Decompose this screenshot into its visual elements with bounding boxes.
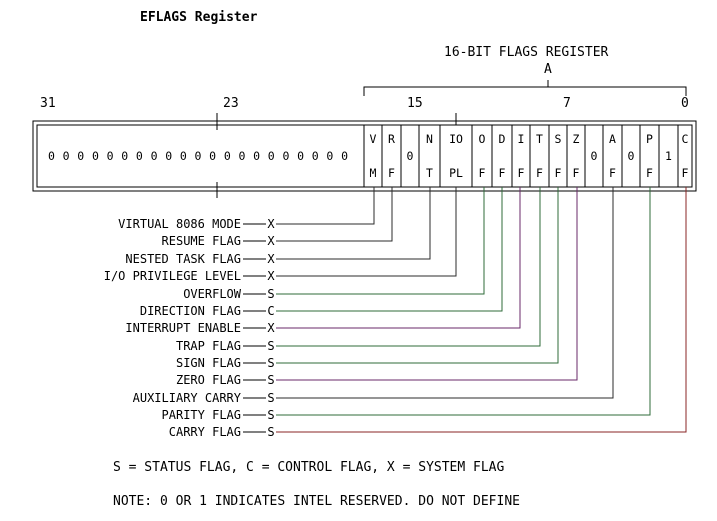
flag-leader-line — [276, 187, 559, 364]
flag-name: INTERRUPT ENABLE — [125, 321, 241, 335]
flag-labels: VIRTUAL 8086 MODE X RESUME FLAG X NESTED TAS… — [104, 217, 276, 439]
flag-type: X — [267, 321, 275, 335]
flag-leaders — [243, 187, 687, 433]
cell-bottom-label: F — [682, 166, 689, 180]
flag-name: CARRY FLAG — [169, 425, 241, 439]
bit-number-23: 23 — [223, 96, 239, 111]
flag-leader-line — [276, 187, 578, 381]
cell-bottom-label: M — [370, 166, 377, 180]
flag-type: C — [267, 304, 274, 318]
cell-top-label: O — [479, 132, 486, 146]
flag-type: S — [267, 287, 274, 301]
flag-leader-line — [276, 187, 614, 399]
bit-number-31: 31 — [40, 96, 56, 111]
cell-top-label: IO — [449, 132, 463, 146]
cell-top-label: T — [536, 132, 543, 146]
cell-top-label: C — [682, 132, 689, 146]
reserved-bit: 0 — [407, 149, 414, 163]
flag-type: X — [267, 234, 275, 248]
flag-name: TRAP FLAG — [176, 339, 241, 353]
cell-bottom-label: F — [518, 166, 525, 180]
diagram-title: EFLAGS Register — [140, 10, 258, 25]
cell-bottom-label: F — [573, 166, 580, 180]
flag-leader-line — [276, 187, 375, 225]
cell-top-label: N — [426, 132, 433, 146]
flag-name: ZERO FLAG — [176, 373, 241, 387]
note: NOTE: 0 OR 1 INDICATES INTEL RESERVED. D… — [113, 494, 520, 509]
flag-name: VIRTUAL 8086 MODE — [118, 217, 241, 231]
flag-name: OVERFLOW — [183, 287, 242, 301]
bit-number-15: 15 — [407, 96, 423, 111]
flag-leader-line — [276, 187, 457, 277]
flag-name: NESTED TASK FLAG — [125, 252, 241, 266]
flag-type: X — [267, 269, 275, 283]
flag-type: S — [267, 391, 274, 405]
flag-type: S — [267, 373, 274, 387]
flag-name: RESUME FLAG — [162, 234, 241, 248]
flag-leader-line — [276, 187, 541, 347]
flag-leader-line — [276, 187, 431, 260]
flag-leader-line — [276, 187, 485, 295]
subregister-marker: A — [544, 62, 552, 77]
subregister-label: 16-BIT FLAGS REGISTER — [444, 45, 609, 60]
bit-number-7: 7 — [563, 96, 571, 111]
flag-name: I/O PRIVILEGE LEVEL — [104, 269, 241, 283]
bit-number-0: 0 — [681, 96, 689, 111]
cell-top-label: Z — [573, 132, 580, 146]
flag-name: SIGN FLAG — [176, 356, 241, 370]
flag-type: S — [267, 356, 274, 370]
cell-top-label: D — [499, 132, 506, 146]
reserved-bit: 1 — [665, 149, 672, 163]
flag-type: S — [267, 339, 274, 353]
cell-bottom-label: F — [499, 166, 506, 180]
flag-leader-line — [276, 187, 393, 242]
flag-name: AUXILIARY CARRY — [133, 391, 242, 405]
cell-top-label: A — [609, 132, 616, 146]
cell-bottom-label: T — [426, 166, 433, 180]
flag-leader-line — [276, 187, 503, 312]
cell-bottom-label: F — [479, 166, 486, 180]
reserved-bit: 0 — [628, 149, 635, 163]
cell-bottom-label: F — [609, 166, 616, 180]
reserved-bit: 0 — [591, 149, 598, 163]
cell-bottom-label: F — [536, 166, 543, 180]
cell-bottom-label: PL — [449, 166, 463, 180]
cell-top-label: P — [646, 132, 653, 146]
subregister-bracket — [363, 80, 687, 96]
cell-top-label: R — [388, 132, 395, 146]
cell-top-label: V — [370, 132, 377, 146]
flag-name: DIRECTION FLAG — [140, 304, 241, 318]
flag-type: S — [267, 425, 274, 439]
flag-name: PARITY FLAG — [162, 408, 241, 422]
cell-bottom-label: F — [388, 166, 395, 180]
register-outer-frame — [32, 120, 697, 192]
flag-type: X — [267, 252, 275, 266]
cell-top-label: I — [518, 132, 525, 146]
cell-bottom-label: F — [555, 166, 562, 180]
flag-leader-line — [276, 187, 687, 433]
flag-type: X — [267, 217, 275, 231]
cell-top-label: S — [555, 132, 562, 146]
cell-bottom-label: F — [646, 166, 653, 180]
flag-leader-line — [276, 187, 651, 416]
flag-type: S — [267, 408, 274, 422]
legend: S = STATUS FLAG, C = CONTROL FLAG, X = S… — [113, 460, 505, 475]
reserved-high-bits: 0 0 0 0 0 0 0 0 0 0 0 0 0 0 0 0 0 0 0 0 … — [48, 149, 348, 163]
flag-leader-line — [276, 187, 521, 329]
